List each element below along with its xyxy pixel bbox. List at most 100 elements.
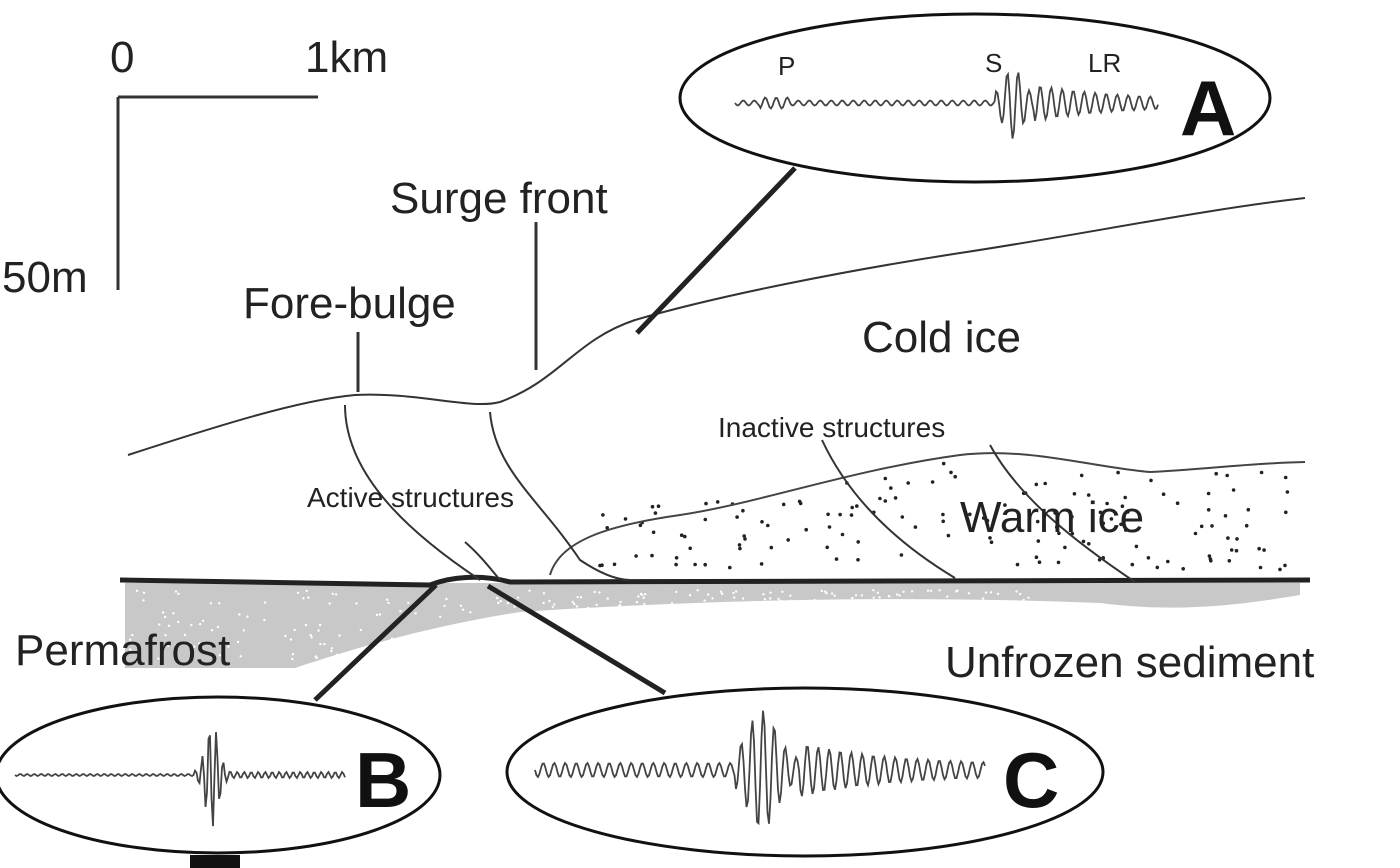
warm-ice-dot <box>899 553 904 557</box>
permafrost-speck <box>445 597 448 601</box>
warm-ice-dot <box>856 540 860 544</box>
permafrost-speck <box>788 603 792 606</box>
permafrost-speck <box>670 602 674 605</box>
permafrost-speck <box>157 657 160 660</box>
permafrost-speck <box>987 604 991 607</box>
permafrost-speck <box>161 611 165 614</box>
permafrost-speck <box>319 642 322 646</box>
permafrost-speck <box>201 619 205 622</box>
warm-ice-dot <box>889 486 893 490</box>
permafrost-speck <box>876 591 879 594</box>
warm-ice-dot <box>1116 470 1120 475</box>
warm-ice-dot <box>1229 548 1234 552</box>
warm-ice-dot <box>840 532 845 537</box>
permafrost-speck <box>779 599 782 602</box>
permafrost-speck <box>296 591 300 595</box>
warm-ice-dot <box>1109 517 1114 521</box>
warm-ice-dot <box>612 562 617 567</box>
permafrost-speck <box>414 612 417 615</box>
warm-ice-dot <box>849 513 854 517</box>
permafrost-speck <box>291 657 294 661</box>
inactive-structure-curve-1 <box>821 439 956 579</box>
warm-ice-dot <box>638 523 643 528</box>
permafrost-speck <box>639 592 643 596</box>
permafrost-speck <box>860 594 863 597</box>
warm-ice-dot <box>679 533 684 537</box>
warm-ice-dot <box>825 545 829 550</box>
cropped-connector-stub <box>190 855 240 868</box>
permafrost-speck <box>460 639 464 642</box>
permafrost-speck <box>331 592 334 596</box>
permafrost-speck <box>375 613 379 617</box>
warm-ice-dot <box>906 481 910 485</box>
warm-ice-dot <box>941 512 945 517</box>
warm-ice-dot <box>1285 490 1290 494</box>
permafrost-speck <box>854 594 858 597</box>
permafrost-speck <box>820 589 823 593</box>
permafrost-speck <box>193 645 196 648</box>
warm-ice-dot <box>737 543 742 547</box>
warm-ice-dot <box>1226 536 1230 540</box>
permafrost-speck <box>218 654 221 657</box>
warm-ice-dot <box>1063 545 1067 550</box>
permafrost-speck <box>897 604 901 607</box>
permafrost-speck <box>238 613 241 616</box>
warm-ice-dot <box>1079 473 1084 478</box>
permafrost-speck <box>852 606 856 609</box>
warm-ice-dot <box>683 534 687 539</box>
inset-a-s-label: S <box>985 48 1002 78</box>
permafrost-speck <box>513 605 516 608</box>
warm-ice-dot <box>1206 508 1211 512</box>
permafrost-speck <box>698 606 702 610</box>
permafrost-speck <box>887 595 891 598</box>
permafrost-speck <box>898 594 901 597</box>
warm-ice-dot <box>1210 524 1214 528</box>
warm-ice-dot <box>1166 559 1170 564</box>
warm-ice-dot <box>1042 525 1046 530</box>
permafrost-speck <box>163 615 167 619</box>
active-structures-label: Active structures <box>307 482 514 513</box>
warm-ice-dot <box>1070 515 1074 519</box>
inset-b-seismogram <box>14 732 346 827</box>
warm-ice-dot <box>834 557 839 561</box>
permafrost-speck <box>789 594 792 597</box>
warm-ice-dot <box>878 496 882 501</box>
permafrost-speck <box>210 629 214 632</box>
warm-ice-dot <box>735 515 739 519</box>
warm-ice-dot <box>1105 501 1109 506</box>
warm-ice-dot <box>1258 565 1263 570</box>
permafrost-speck <box>242 629 245 632</box>
warm-ice-dot <box>1043 481 1047 486</box>
warm-ice-dot <box>786 538 790 542</box>
warm-ice-dot <box>941 461 946 466</box>
warm-ice-dot <box>900 515 905 519</box>
warm-ice-dot <box>798 501 803 506</box>
permafrost-speck <box>443 604 446 608</box>
permafrost-speck <box>174 590 178 593</box>
warm-ice-dot <box>1053 511 1057 515</box>
glacier-bed-line <box>119 574 1311 588</box>
warm-ice-dot <box>949 470 953 475</box>
permafrost-speck <box>227 645 230 648</box>
warm-ice-dot <box>856 558 860 562</box>
warm-ice-dot <box>623 517 628 521</box>
active-structure-curve-3 <box>464 541 501 581</box>
permafrost-speck <box>587 606 590 610</box>
permafrost-speck <box>158 623 161 626</box>
warm-ice-dot <box>1101 521 1106 526</box>
permafrost-speck <box>642 596 645 599</box>
inset-a-ellipse <box>678 12 1272 184</box>
warm-ice-dot <box>1284 510 1288 515</box>
permafrost-speck <box>1027 596 1030 599</box>
permafrost-speck <box>1015 590 1018 593</box>
inset-c: C <box>505 686 1105 858</box>
permafrost-speck <box>984 591 988 594</box>
warm-ice-dot <box>1126 510 1130 514</box>
permafrost-speck <box>359 628 362 632</box>
permafrost-speck <box>142 599 145 602</box>
permafrost-speck <box>135 589 139 592</box>
active-structure-curve-2 <box>489 411 631 581</box>
warm-ice-dot <box>605 526 609 530</box>
permafrost-speck <box>902 590 905 593</box>
